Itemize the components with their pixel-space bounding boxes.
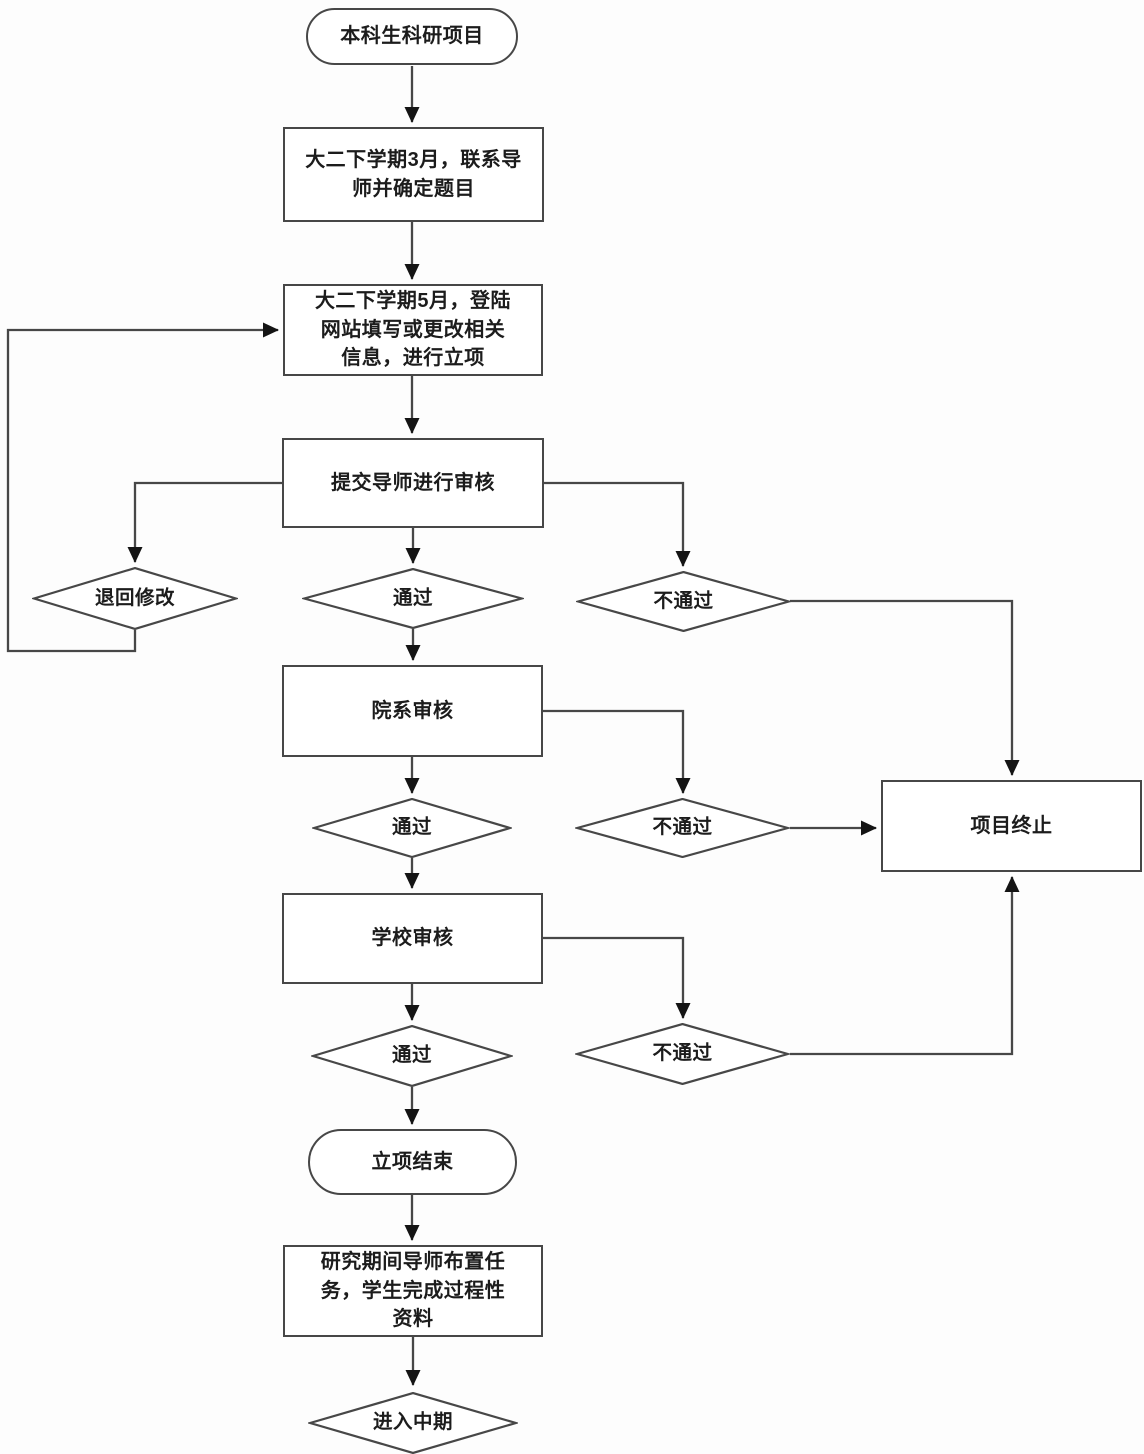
connector-submit-fail1	[544, 481, 691, 567]
decision-fail-3-label: 不通过	[652, 1042, 713, 1065]
connector-return-loop	[6, 322, 279, 653]
node-research-tasks: 研究期间导师布置任务，学生完成过程性资料	[283, 1245, 543, 1337]
decision-fail-1-label: 不通过	[653, 589, 714, 612]
decision-midterm-label: 进入中期	[372, 1411, 453, 1434]
diamond-shape	[302, 568, 524, 629]
decision-midterm: 进入中期	[308, 1392, 518, 1454]
diamond-shape	[32, 567, 238, 630]
node-contact-supervisor-label: 大二下学期3月，联系导师并确定题目	[305, 149, 522, 200]
node-research-tasks-label: 研究期间导师布置任务，学生完成过程性资料	[320, 1251, 506, 1331]
connector-submit-return	[127, 481, 282, 563]
node-contact-supervisor: 大二下学期3月，联系导师并确定题目	[283, 127, 544, 222]
decision-return-modify: 退回修改	[32, 567, 238, 630]
decision-pass-3: 通过	[311, 1025, 513, 1087]
connector-dept-fail2	[543, 709, 691, 794]
decision-fail-3: 不通过	[575, 1023, 790, 1085]
node-school-review: 学校审核	[282, 893, 543, 984]
node-terminate-label: 项目终止	[970, 814, 1053, 837]
node-dept-review: 院系审核	[282, 665, 543, 757]
node-submit-review-label: 提交导师进行审核	[331, 471, 495, 494]
node-setup-complete-label: 立项结束	[371, 1150, 454, 1173]
node-online-registration: 大二下学期5月，登陆网站填写或更改相关信息，进行立项	[283, 284, 543, 376]
decision-pass-3-label: 通过	[391, 1044, 432, 1067]
decision-pass-1-label: 通过	[392, 586, 433, 609]
diamond-shape	[575, 798, 790, 858]
node-start: 本科生科研项目	[306, 8, 518, 65]
node-setup-complete: 立项结束	[308, 1129, 517, 1195]
node-dept-review-label: 院系审核	[371, 699, 454, 722]
connector-fail3-terminate	[790, 876, 1020, 1056]
connector-school-fail3	[543, 936, 691, 1019]
node-terminate: 项目终止	[881, 780, 1142, 872]
decision-fail-1: 不通过	[576, 571, 791, 632]
decision-pass-1: 通过	[302, 568, 524, 629]
decision-pass-2-label: 通过	[391, 816, 432, 839]
connector-fail1-terminate	[790, 599, 1020, 776]
node-submit-review: 提交导师进行审核	[282, 438, 544, 528]
diamond-shape	[575, 1023, 790, 1085]
node-online-registration-label: 大二下学期5月，登陆网站填写或更改相关信息，进行立项	[314, 290, 512, 370]
decision-fail-2-label: 不通过	[652, 816, 713, 839]
decision-fail-2: 不通过	[575, 798, 790, 858]
diamond-shape	[312, 798, 512, 858]
diamond-shape	[576, 571, 791, 632]
decision-pass-2: 通过	[312, 798, 512, 858]
node-start-label: 本科生科研项目	[340, 25, 484, 48]
node-school-review-label: 学校审核	[371, 927, 454, 950]
diamond-shape	[311, 1025, 513, 1087]
decision-return-modify-label: 退回修改	[94, 586, 175, 609]
